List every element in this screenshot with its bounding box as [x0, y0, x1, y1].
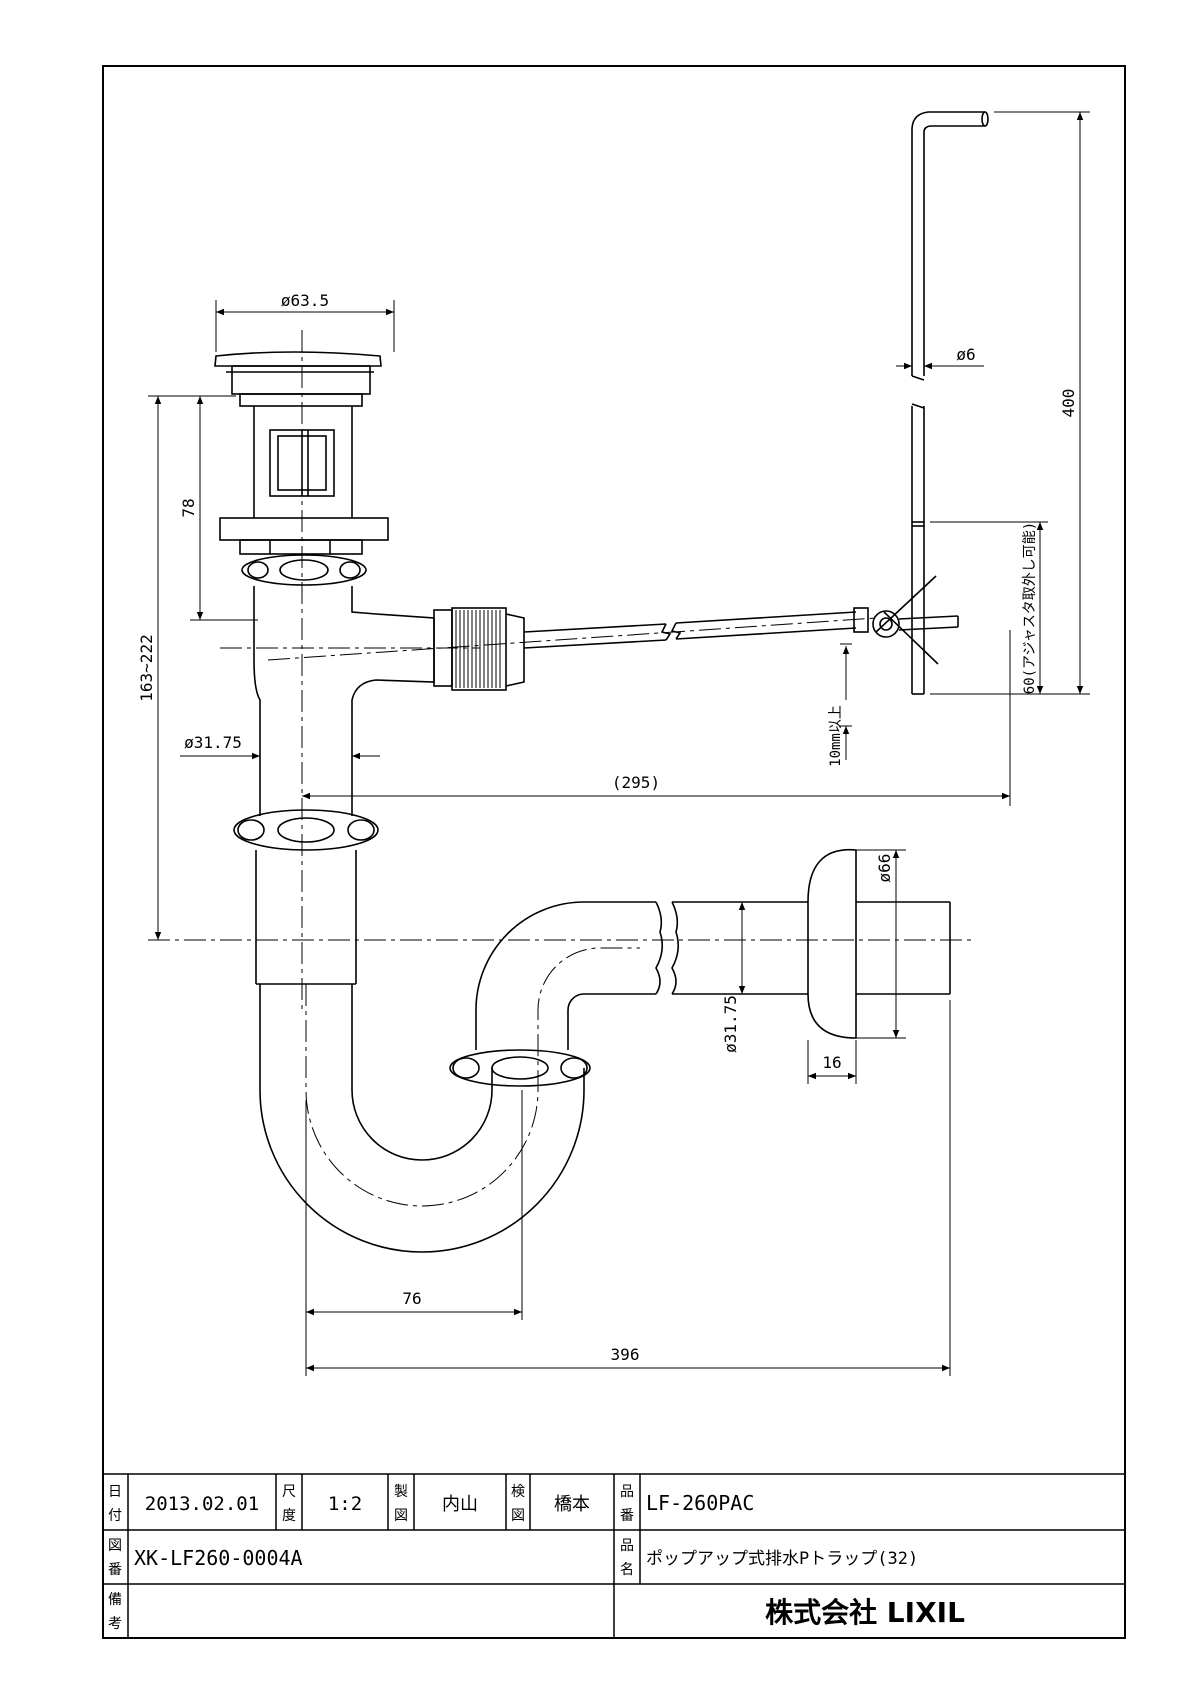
label-drawing-no-1: 図	[108, 1538, 122, 1554]
label-drawn-1: 製	[394, 1484, 408, 1500]
dim-lever-reach: (295)	[612, 773, 660, 792]
dim-flange-depth: 16	[822, 1053, 841, 1072]
pop-up-drain-geometry	[214, 111, 989, 1253]
part-no-value: LF-260PAC	[646, 1491, 754, 1515]
label-part-no-2: 番	[620, 1508, 634, 1524]
scale-value: 1:2	[328, 1493, 362, 1515]
dim-cap-diameter: ø63.5	[281, 291, 329, 310]
dim-flange-diameter: ø66	[875, 854, 894, 883]
drawing-no-value: XK-LF260-0004A	[134, 1546, 303, 1570]
label-drawing-no-2: 番	[108, 1562, 122, 1578]
dim-rod-length: 400	[1059, 389, 1078, 418]
dim-tailpiece-diameter: ø31.75	[184, 733, 242, 752]
checked-by-value: 橋本	[554, 1494, 590, 1515]
label-remarks-1: 備	[108, 1592, 122, 1608]
title-block-labels: 日 付 尺 度 製 図 検 図 品 番 図 番 品 名 備 考	[108, 1484, 634, 1632]
dim-trap-width: 76	[402, 1289, 421, 1308]
label-scale-1: 尺	[282, 1484, 296, 1500]
company-logo: 株式会社 LIXIL	[765, 1596, 965, 1629]
label-part-no-1: 品	[620, 1484, 634, 1500]
title-block	[103, 1473, 1125, 1638]
label-date-1: 日	[108, 1484, 122, 1500]
label-part-name-2: 名	[620, 1562, 634, 1578]
label-date-2: 付	[108, 1508, 122, 1524]
label-remarks-2: 考	[108, 1616, 122, 1632]
part-name-value: ポップアップ式排水Pトラップ(32)	[646, 1549, 918, 1569]
label-checked-1: 検	[511, 1484, 525, 1500]
dim-body-height: 78	[179, 498, 198, 517]
label-checked-2: 図	[511, 1508, 525, 1524]
dim-pipe-diameter: ø31.75	[721, 995, 740, 1053]
dimension-lines	[148, 111, 1090, 1376]
centerlines	[148, 330, 976, 1207]
dim-adjuster-range: 60(アジャスタ取外し可能)	[1022, 522, 1038, 694]
date-value: 2013.02.01	[145, 1493, 259, 1515]
drawn-by-value: 内山	[442, 1494, 478, 1515]
label-part-name-1: 品	[620, 1538, 634, 1554]
dim-install-range: 163~222	[137, 634, 156, 701]
dim-clearance: 10mm以上	[828, 705, 844, 767]
dim-rod-diameter: ø6	[956, 345, 975, 364]
dim-overall-width: 396	[611, 1345, 640, 1364]
label-drawn-2: 図	[394, 1508, 408, 1524]
label-scale-2: 度	[282, 1508, 296, 1524]
